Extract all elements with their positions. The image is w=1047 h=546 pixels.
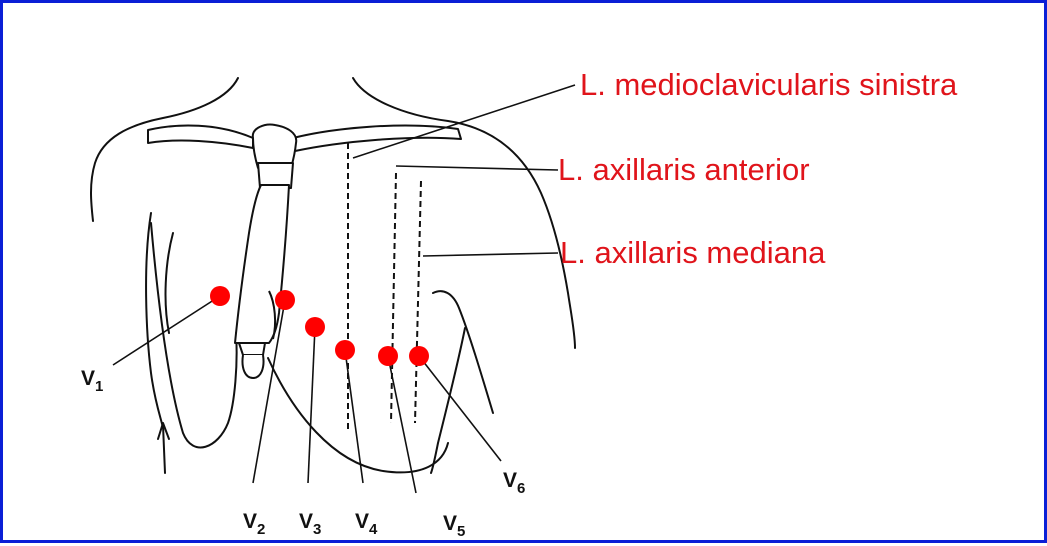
lead-label-v5: V5: [443, 512, 465, 540]
label-anterior-axillary: L. axillaris anterior: [558, 152, 810, 187]
lead-label-v1: V1: [81, 367, 103, 395]
lead-label-v4: V4: [355, 510, 378, 538]
electrode-v5: [378, 346, 398, 366]
label-leader-lines: [353, 85, 575, 256]
electrode-v4: [335, 340, 355, 360]
lead-label-v6: V6: [503, 469, 525, 497]
mid-axillary-dashed-line: [415, 181, 421, 423]
electrode-v6: [409, 346, 429, 366]
sternum-and-clavicles: [148, 125, 461, 378]
lead-label-v3: V3: [299, 510, 321, 538]
label-midclavicular: L. medioclavicularis sinistra: [580, 67, 958, 102]
reference-lines: [348, 143, 421, 433]
lead-label-v2: V2: [243, 510, 265, 538]
chest-diagram: L. medioclavicularis sinistra L. axillar…: [3, 3, 1047, 546]
electrode-v3: [305, 317, 325, 337]
electrode-v1: [210, 286, 230, 306]
label-mid-axillary: L. axillaris mediana: [560, 235, 826, 270]
electrode-v2: [275, 290, 295, 310]
